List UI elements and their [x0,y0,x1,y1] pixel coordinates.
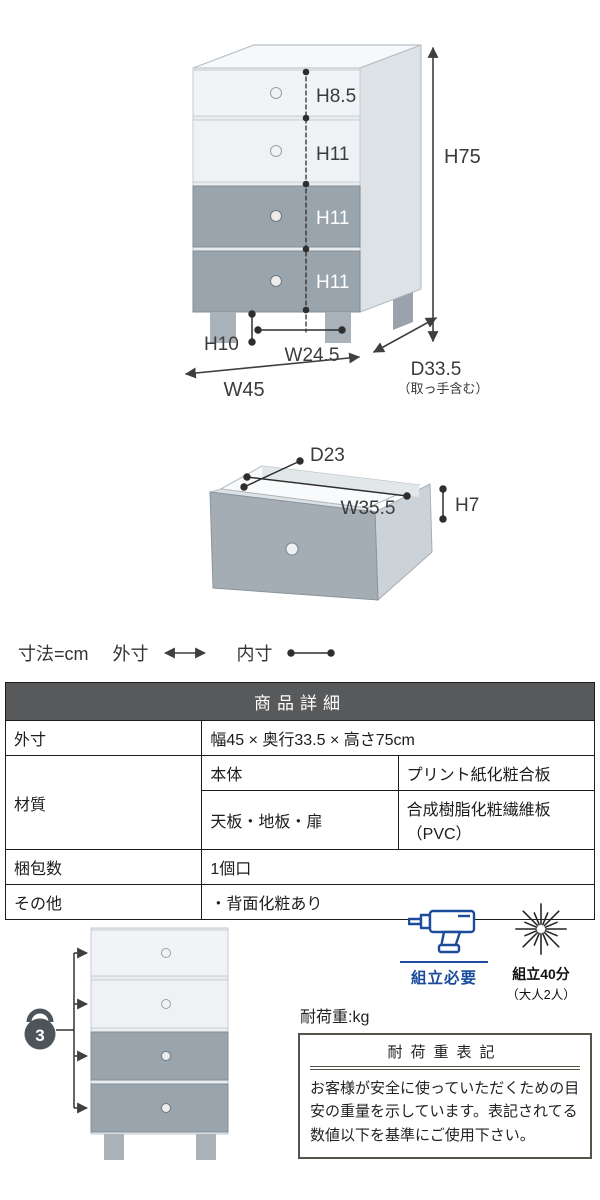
drawer-knob [161,1051,171,1061]
spec-table: 商品詳細 外寸 幅45 × 奥行33.5 × 高さ75cm 材質 本体 プリント… [4,682,596,920]
load-notice-box: 耐荷重表記 お客様が安全に使っていただくための目安の重量を示しています。表記され… [298,1033,592,1159]
load-capacity-chest-diagram: 3 [24,927,229,1160]
spec-package-label-cell: 梱包数 [4,849,203,885]
per-drawer-load-value: 3 [35,1026,44,1045]
spec-material-value-cell: プリント紙化粧合板 [397,755,596,791]
table-row: 天板・地板・扉 合成樹脂化粧繊維板（PVC） [6,790,596,850]
chest-side-face [359,44,422,313]
spec-other-label-cell: その他 [4,884,203,920]
dim-drawer4-height: H11 [316,272,349,293]
drawer-knob [270,87,282,99]
assembly-required-block: 組立必要 [400,902,488,988]
dim-outer-width: W45 [223,379,264,401]
outer-dimension-arrow-icon [163,647,206,659]
legend-unit-note: 寸法=cm [18,644,89,664]
spec-other-value-cell: ・背面化粧あり [201,884,595,920]
legend-outer-label: 外寸 [112,644,149,664]
load-capacity-section: 3 [0,900,600,1200]
dim-inner-height: H7 [455,495,479,516]
table-row: 材質 本体 プリント紙化粧合板 [4,755,596,850]
spec-material-value-cell: 合成樹脂化粧繊維板（PVC） [397,790,596,850]
inner-dimension-line-icon [286,649,335,657]
table-row: 梱包数 1個口 [4,849,595,885]
drawer-knob [270,210,282,222]
assembly-people-label: （大人2人） [506,988,576,1002]
dimension-diagrams: H8.5 H11 H11 H11 H75 H10 W24.5 W45 D33.5… [184,44,489,602]
spec-package-value-cell: 1個口 [201,849,595,885]
drawer-dimensions: D23 W35.5 H7 [240,445,479,523]
drawer-pointer-bracket [56,947,89,1114]
load-notice-title: 耐荷重表記 [310,1041,580,1070]
dim-drawer1-height: H8.5 [316,86,356,107]
table-row: その他 ・背面化粧あり [4,884,595,920]
table-row: 外寸 幅45 × 奥行33.5 × 高さ75cm [4,720,595,756]
chest-illustration [192,44,422,343]
drawer-knob [161,948,171,958]
spec-material-part-cell: 天板・地板・扉 [201,790,399,850]
small-chest-illustration [90,927,229,1160]
drawer-knob [161,1103,171,1113]
chest-front-leg-left [210,312,236,343]
spec-material-part-cell: 本体 [201,755,399,791]
assembly-required-label: 組立必要 [400,961,488,988]
chest-front-leg-right [325,312,351,343]
spec-outer-label-cell: 外寸 [4,720,203,756]
dim-total-height: H75 [444,146,481,168]
dimension-legend: 寸法=cm 外寸 内寸 [18,638,337,668]
assembly-time-block: 組立40分 （大人2人） [498,900,584,1003]
chest-dimensions: H8.5 H11 H11 H11 H75 H10 W24.5 W45 D33.5… [184,46,489,401]
spec-outer-value-cell: 幅45 × 奥行33.5 × 高さ75cm [201,720,595,756]
load-unit-label: 耐荷重:kg [300,1009,370,1026]
load-notice-body: お客様が安全に使っていただくための目安の重量を示しています。表記されてる数値以下… [310,1080,580,1144]
kettlebell-weight-icon: 3 [24,1008,56,1050]
dim-leg-height: H10 [204,334,239,355]
dim-inner-width: W35.5 [341,498,396,519]
assembly-time-label: 組立40分 [512,966,570,982]
spec-material-label-cell: 材質 [4,755,203,850]
legend-inner-label: 内寸 [236,644,273,664]
drawer-knob [161,999,171,1009]
drill-icon [407,909,476,954]
dim-outer-depth: D33.5 [411,359,462,380]
dim-inner-depth: D23 [310,445,345,466]
assembly-time-starburst-icon [515,903,567,955]
spec-table-title: 商品詳細 [5,682,595,721]
drawer-knob [270,145,282,157]
dim-outer-depth-note: （取っ手含む） [397,381,488,396]
drawer-knob [270,275,282,287]
dim-drawer3-height: H11 [316,208,349,229]
dim-drawer2-height: H11 [316,144,349,165]
drawer-knob [285,542,299,556]
